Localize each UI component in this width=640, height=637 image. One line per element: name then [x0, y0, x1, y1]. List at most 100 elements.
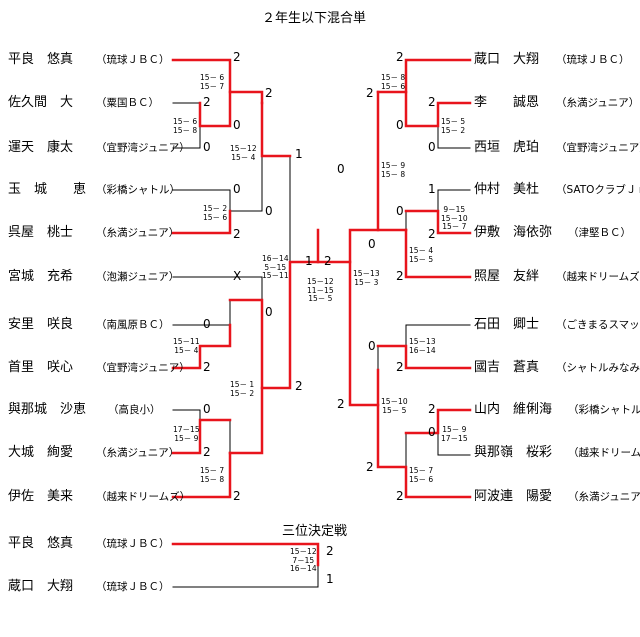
- point-left: 2: [233, 50, 241, 64]
- left-player-6-name: 宮城 充希: [8, 269, 74, 284]
- point-left: 2: [265, 86, 273, 100]
- third-place-title: 三位決定戦: [282, 524, 348, 539]
- right-player-9-club: （彩橋シャトル）: [568, 404, 640, 416]
- right-player-5-club: （津堅ＢＣ）: [568, 227, 631, 239]
- point-right: 0: [396, 204, 404, 218]
- point-left: 1: [295, 147, 303, 161]
- point-final-right: 2: [324, 254, 332, 268]
- point-right: 0: [368, 237, 376, 251]
- point-right: 2: [396, 489, 404, 503]
- right-player-9-name: 山内 維俐海: [474, 402, 553, 417]
- third-place-player-1-club: （琉球ＪＢＣ）: [96, 538, 170, 550]
- point-right: 1: [428, 182, 436, 196]
- left-player-8-club: （宜野湾ジュニア）: [96, 362, 190, 374]
- left-player-4-club: （彩橋シャトル）: [96, 184, 180, 196]
- point-left: X: [233, 269, 242, 283]
- point-left: 2: [233, 227, 241, 241]
- point-third-place-2: 1: [326, 572, 334, 586]
- right-player-1-name: 蔵口 大翔: [474, 52, 540, 67]
- right-player-10-club: （越来ドリームズ）: [568, 447, 640, 459]
- point-right: 2: [396, 50, 404, 64]
- point-third-place-1: 2: [326, 544, 334, 558]
- left-player-4-name: 玉 城 恵: [8, 182, 87, 197]
- left-player-2-club: （粟国ＢＣ）: [96, 97, 159, 109]
- right-player-1-club: （琉球ＪＢＣ）: [556, 54, 630, 66]
- point-right: 0: [396, 118, 404, 132]
- left-player-3-club: （宜野湾ジュニア）: [96, 142, 190, 154]
- point-left: 2: [233, 489, 241, 503]
- left-player-9-name: 與那城 沙恵: [8, 402, 87, 417]
- point-right: 0: [337, 162, 345, 176]
- right-player-4-club: （SATOクラブＪｒ）: [556, 184, 640, 196]
- left-player-11-name: 伊佐 美来: [8, 489, 74, 504]
- right-player-7-name: 石田 卿士: [474, 317, 540, 332]
- point-right: 2: [428, 402, 436, 416]
- right-player-6-name: 照屋 友絆: [474, 269, 540, 284]
- left-player-7-name: 安里 咲良: [8, 317, 74, 332]
- point-left: 0: [233, 118, 241, 132]
- point-right: 2: [396, 360, 404, 374]
- point-right: 0: [368, 339, 376, 353]
- right-player-10-name: 與那嶺 桜彩: [474, 445, 553, 460]
- right-player-11-club: （糸満ジュニア）: [568, 491, 640, 503]
- right-player-7-club: （ごきまるスマッシュ）: [556, 319, 640, 331]
- right-player-2-name: 李 誠恩: [474, 95, 540, 110]
- left-player-1-name: 平良 悠真: [8, 52, 74, 67]
- point-left: 0: [265, 204, 273, 218]
- third-place-player-1-name: 平良 悠真: [8, 536, 74, 551]
- point-left: 2: [203, 445, 211, 459]
- point-right: 2: [366, 86, 374, 100]
- point-right: 2: [396, 269, 404, 283]
- point-right: 2: [366, 460, 374, 474]
- point-left: 0: [233, 182, 241, 196]
- third-place-player-2-club: （琉球ＪＢＣ）: [96, 581, 170, 593]
- right-player-11-name: 阿波連 陽愛: [474, 489, 553, 504]
- point-left: 0: [203, 317, 211, 331]
- left-player-9-club: （高良小）: [108, 404, 161, 416]
- right-player-8-club: （シャトルみなみーず）: [556, 362, 640, 374]
- point-left: 2: [203, 360, 211, 374]
- right-player-2-club: （糸満ジュニア）: [556, 97, 640, 109]
- left-player-5-club: （糸満ジュニア）: [96, 227, 180, 239]
- tournament-title: ２年生以下混合単: [262, 11, 367, 26]
- left-player-1-club: （琉球ＪＢＣ）: [96, 54, 170, 66]
- point-right: 2: [428, 95, 436, 109]
- left-player-2-name: 佐久間 大: [8, 95, 74, 110]
- point-left: 2: [203, 95, 211, 109]
- point-right: 2: [428, 227, 436, 241]
- left-player-7-club: （南風原ＢＣ）: [96, 319, 170, 331]
- right-player-5-name: 伊敷 海依弥: [474, 225, 553, 240]
- left-player-11-club: （越来ドリームズ）: [96, 491, 191, 503]
- point-right: 2: [337, 397, 345, 411]
- point-right: 0: [428, 140, 436, 154]
- point-left: 0: [203, 402, 211, 416]
- point-left: 2: [295, 379, 303, 393]
- third-place-player-2-name: 蔵口 大翔: [8, 579, 74, 594]
- right-player-6-club: （越来ドリームズ）: [556, 271, 640, 283]
- left-player-3-name: 運天 康太: [8, 140, 74, 155]
- left-player-10-name: 大城 絢愛: [8, 445, 74, 460]
- right-player-3-club: （宜野湾ジュニア）: [556, 142, 640, 154]
- right-player-3-name: 西垣 虎珀: [474, 140, 540, 155]
- left-player-10-club: （糸満ジュニア）: [96, 447, 180, 459]
- point-left: 0: [265, 305, 273, 319]
